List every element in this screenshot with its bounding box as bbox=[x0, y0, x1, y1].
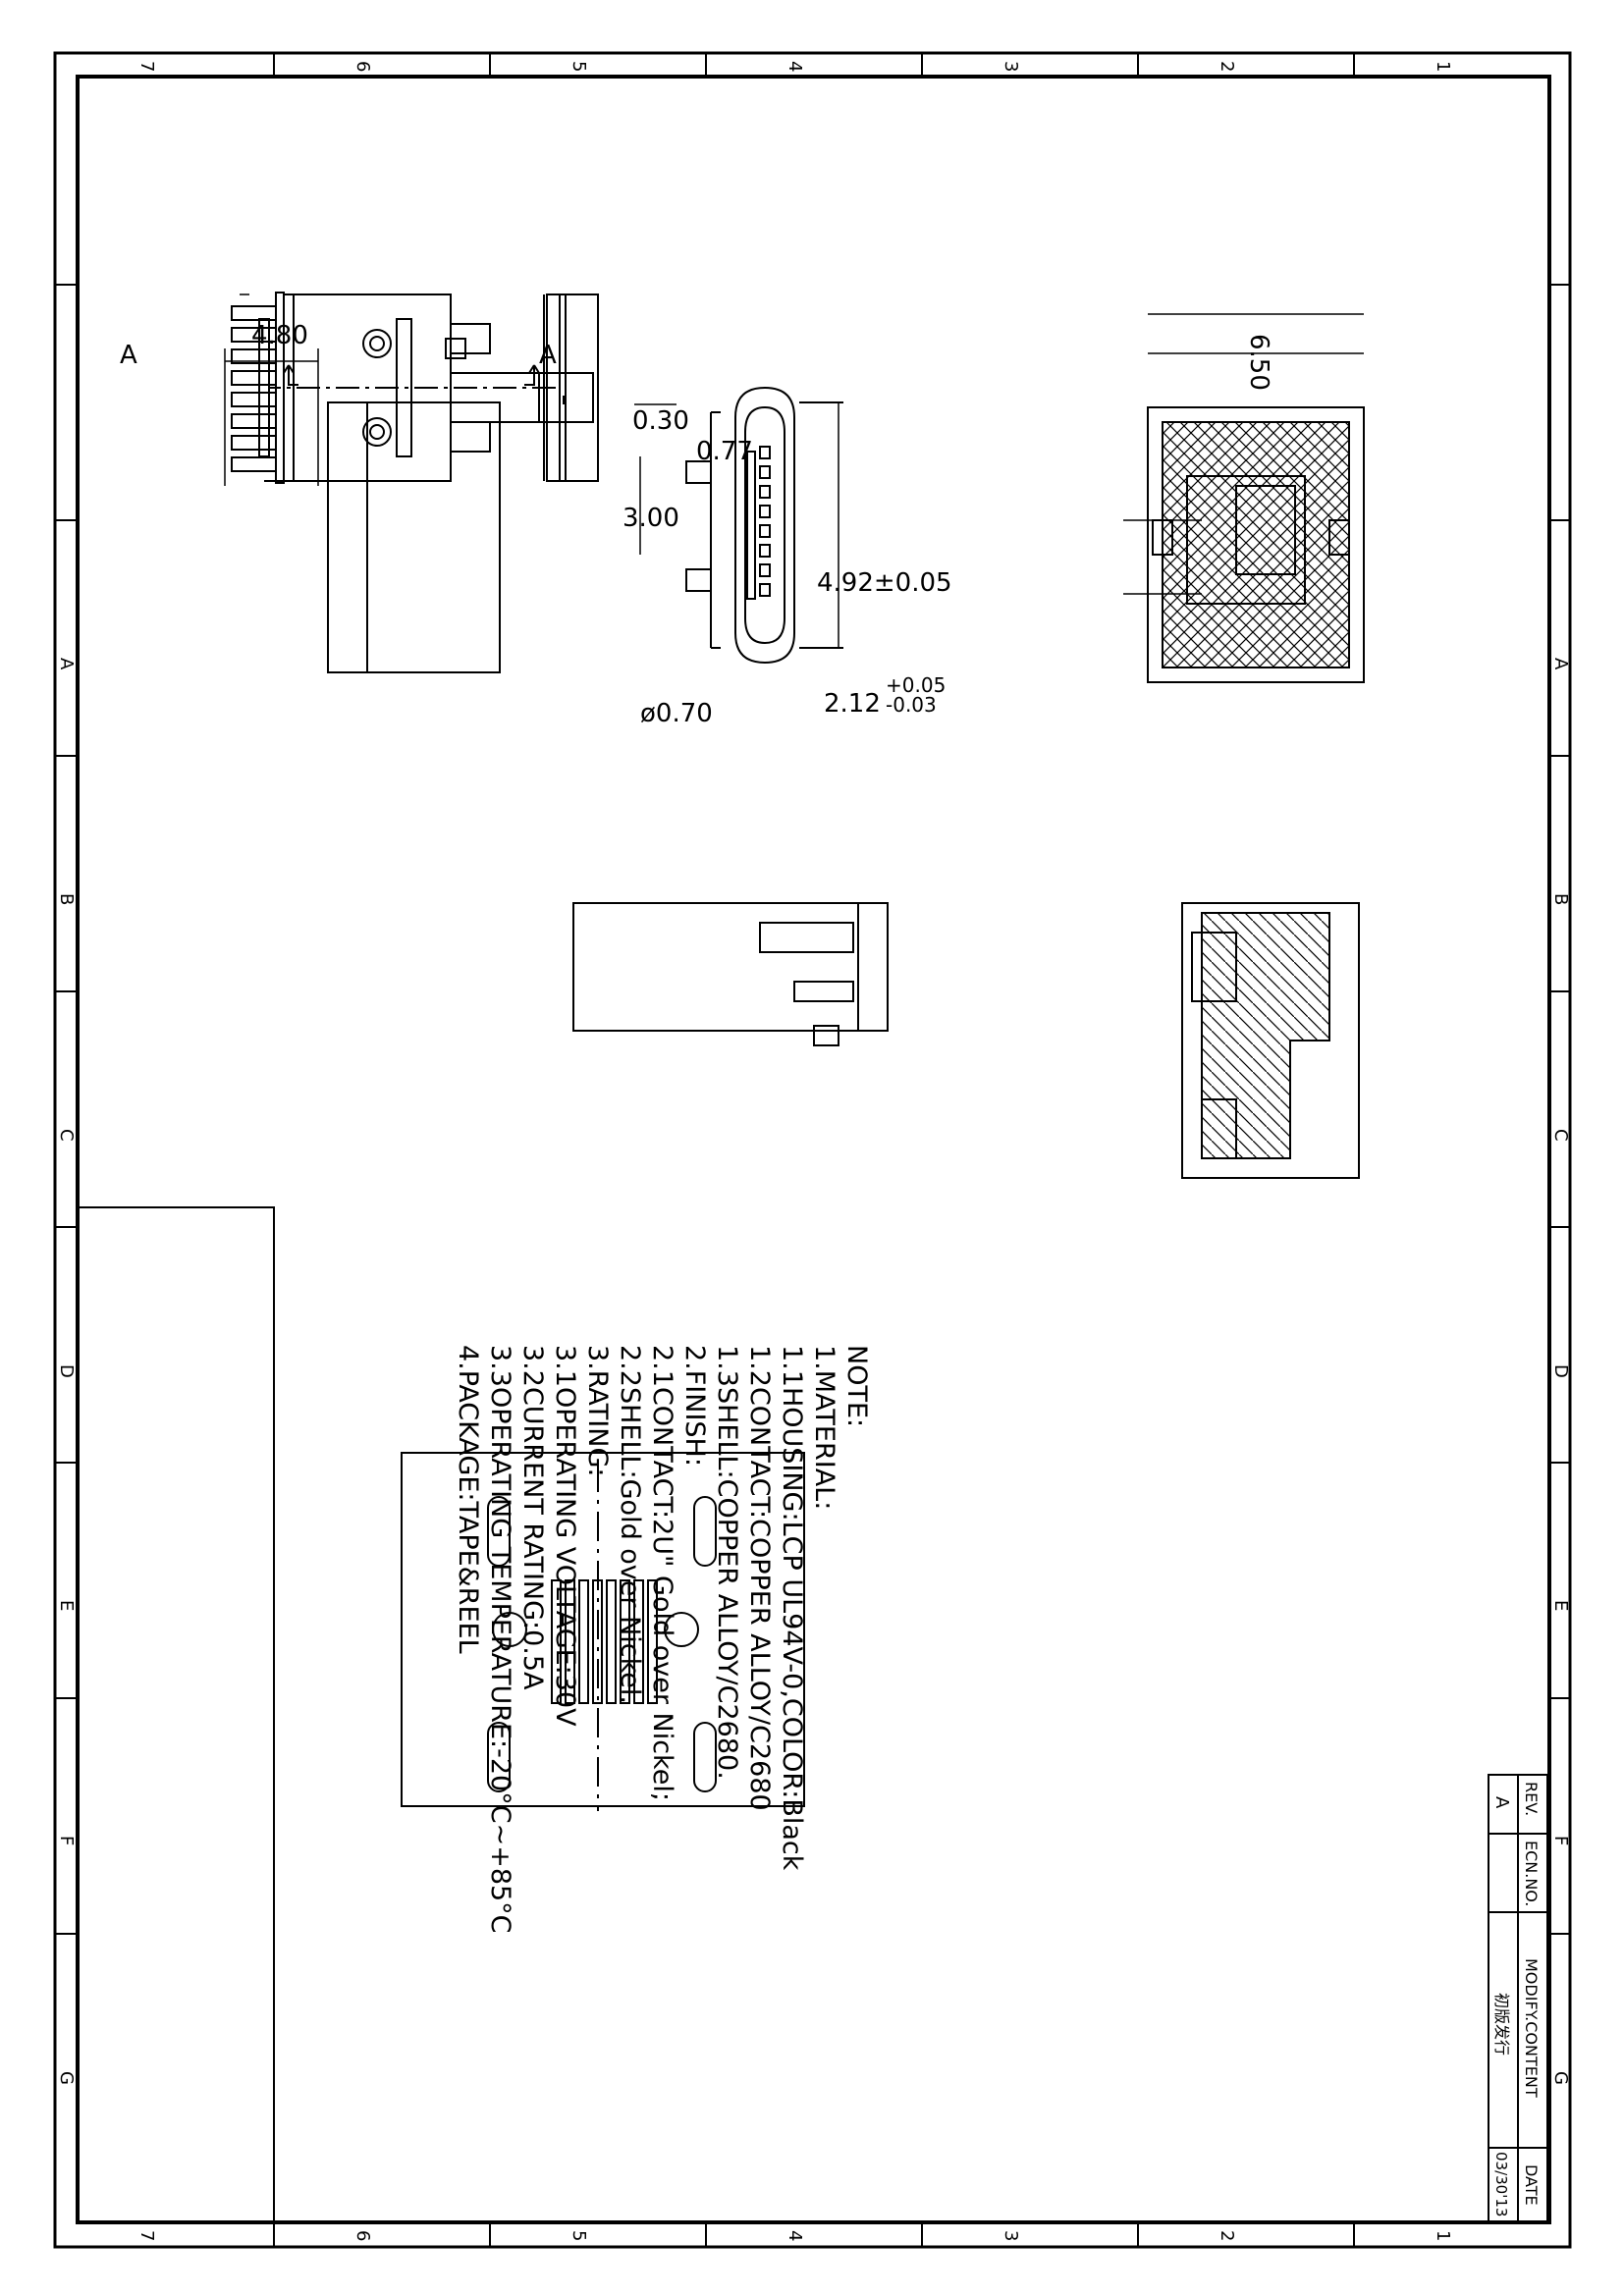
rev-header-modify: MODIFY.CONTENT bbox=[1522, 1958, 1541, 2098]
top-view-outline bbox=[327, 401, 501, 673]
front-view-dim-212: 2.12 bbox=[824, 689, 881, 719]
note-line: 3.RATING: bbox=[582, 1345, 613, 1476]
note-line: 1.MATERIAL: bbox=[809, 1345, 839, 1510]
front-view bbox=[685, 386, 843, 665]
rev-header-ecn: ECN.NO. bbox=[1522, 1841, 1541, 1906]
zone-labels: GGFFEEDDCCBBAA112233445566778899 bbox=[56, 61, 1571, 2241]
zone-row-label: 5 bbox=[568, 2230, 589, 2241]
zone-column-label: B bbox=[1550, 893, 1571, 905]
side-view bbox=[572, 902, 889, 1046]
front-view-dim-300: 3.00 bbox=[623, 504, 679, 533]
rev-row-modify: 初版发行 bbox=[1492, 1993, 1511, 2056]
zone-column-label: E bbox=[1550, 1600, 1571, 1611]
zone-column-label: F bbox=[1550, 1836, 1571, 1845]
outer-border bbox=[53, 51, 1572, 2249]
top-view-width-dim: 4.80 bbox=[251, 321, 308, 350]
zone-column-label: A bbox=[56, 658, 77, 670]
front-view-dim-212-tol-plus: +0.05 bbox=[886, 673, 946, 697]
section-view bbox=[1181, 902, 1360, 1179]
end-view-dim-650: 6.50 bbox=[1244, 334, 1273, 391]
zone-row-label: 1 bbox=[1433, 61, 1453, 72]
notes: NOTE:1.MATERIAL: 1.1HOUSING:LCP UL94V-0,… bbox=[453, 1345, 872, 1934]
rev-header-rev: REV. bbox=[1522, 1782, 1541, 1816]
front-view-dim-212-tol-minus: -0.03 bbox=[886, 693, 937, 717]
zone-row-label: 2 bbox=[1217, 2230, 1237, 2241]
zone-column-label: F bbox=[56, 1836, 77, 1845]
note-line: 2.FINISH: bbox=[679, 1345, 710, 1467]
zone-row-label: 1 bbox=[1433, 2230, 1453, 2241]
zone-column-label: D bbox=[56, 1364, 77, 1378]
note-line: 1.1HOUSING:LCP UL94V-0,COLOR:Black bbox=[777, 1345, 807, 1871]
note-line: 2.2SHELL:Gold over Nickel. bbox=[615, 1345, 645, 1704]
note-line: NOTE: bbox=[841, 1345, 872, 1427]
zone-row-label: 5 bbox=[568, 61, 589, 72]
zone-column-label: C bbox=[56, 1129, 77, 1142]
inner-border bbox=[76, 75, 1551, 2224]
end-view bbox=[1147, 406, 1365, 683]
zone-column-label: C bbox=[1550, 1129, 1571, 1142]
zone-column-label: G bbox=[56, 2071, 77, 2085]
front-view-dim-492: 4.92±0.05 bbox=[817, 568, 952, 598]
note-line: 2.1CONTACT:2U" Gold over Nickel; bbox=[647, 1345, 677, 1801]
note-line: 3.2CURRENT RATING:0.5A bbox=[517, 1345, 548, 1690]
front-view-dim-070: ø0.70 bbox=[640, 699, 713, 728]
top-view-dim-lines bbox=[224, 294, 319, 486]
zone-row-label: 3 bbox=[1001, 2230, 1021, 2241]
zone-row-label: 7 bbox=[136, 61, 157, 72]
zone-row-label: 7 bbox=[136, 2230, 157, 2241]
zone-column-label: G bbox=[1550, 2071, 1571, 2085]
top-view-section-label-a2: A bbox=[539, 341, 557, 370]
zone-row-label: 2 bbox=[1217, 61, 1237, 72]
zone-column-label: A bbox=[1550, 658, 1571, 670]
zone-row-label: 6 bbox=[352, 2230, 373, 2241]
end-view-dim-lines bbox=[1123, 313, 1364, 595]
pcb-layout bbox=[401, 1452, 805, 1811]
zone-column-label: D bbox=[1550, 1364, 1571, 1378]
rev-header-date: DATE bbox=[1522, 2164, 1541, 2206]
note-line: 3.3OPERATING TEMPERATURE:-20°C~+85°C bbox=[485, 1345, 515, 1934]
front-view-dim-030: 0.30 bbox=[632, 406, 689, 436]
zone-column-label: B bbox=[56, 893, 77, 905]
note-line: 1.2CONTACT:COPPER ALLOY/C2680 bbox=[744, 1345, 775, 1811]
note-line: 4.PACKAGE:TAPE&REEL bbox=[453, 1345, 483, 1654]
title-block bbox=[77, 1206, 275, 2223]
note-line: 3.1OPERATING VOLTAGE:30V bbox=[550, 1345, 580, 1727]
front-view-dim-lines bbox=[634, 402, 839, 648]
zone-row-label: 3 bbox=[1001, 61, 1021, 72]
front-view-dim-077: 0.77 bbox=[696, 437, 753, 466]
top-view-section-label-a1: A bbox=[120, 341, 137, 370]
zone-column-label: E bbox=[56, 1600, 77, 1611]
rev-row-rev: A bbox=[1491, 1796, 1512, 1809]
zone-row-label: 4 bbox=[785, 61, 805, 72]
zone-row-label: 6 bbox=[352, 61, 373, 72]
top-view bbox=[231, 292, 599, 484]
rev-row-date: 03/30'13 bbox=[1492, 2152, 1510, 2216]
zone-row-label: 4 bbox=[785, 2230, 805, 2241]
revision-block bbox=[1488, 1774, 1548, 2223]
zone-ticks bbox=[55, 53, 1570, 2247]
note-line: 1.3SHELL:COPPER ALLOY/C2680. bbox=[712, 1345, 742, 1780]
